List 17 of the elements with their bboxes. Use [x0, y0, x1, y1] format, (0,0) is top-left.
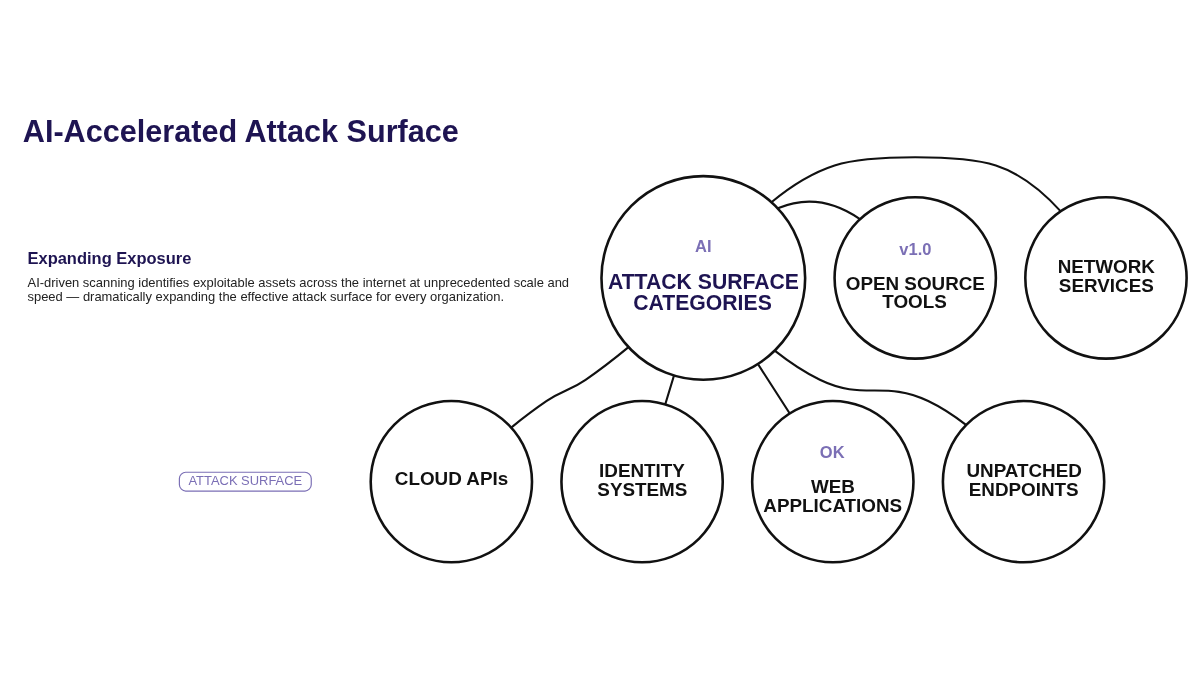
diagram-title: AI-Accelerated Attack Surface [22, 113, 459, 148]
connector [777, 200, 861, 220]
label: AI-driven scanning identifies exploitable assets across the internet at unprecedented scale and speed — dramatically expanding the effective attack surface for every organization. [27, 274, 570, 304]
node-circle: v1.0 OPEN SOURCE TOOLS [833, 195, 998, 360]
connector [664, 374, 675, 405]
node-circle: AI ATTACK SURFACE CATEGORIES [600, 174, 807, 381]
connector [510, 346, 629, 428]
connector [771, 155, 1062, 212]
connector [757, 363, 791, 414]
node-circle: OK WEB APPLICATIONS [750, 399, 915, 564]
node-circle: NETWORK SERVICES [1024, 195, 1188, 360]
connector [774, 349, 967, 425]
node-circle: IDENTITY SYSTEMS [560, 399, 725, 564]
node-circle: UNPATCHED ENDPOINTS [941, 399, 1106, 564]
node-circle: CLOUD APIs [369, 399, 534, 564]
label: Expanding Exposure [27, 248, 192, 267]
label: ATTACK SURFACE [188, 472, 303, 488]
